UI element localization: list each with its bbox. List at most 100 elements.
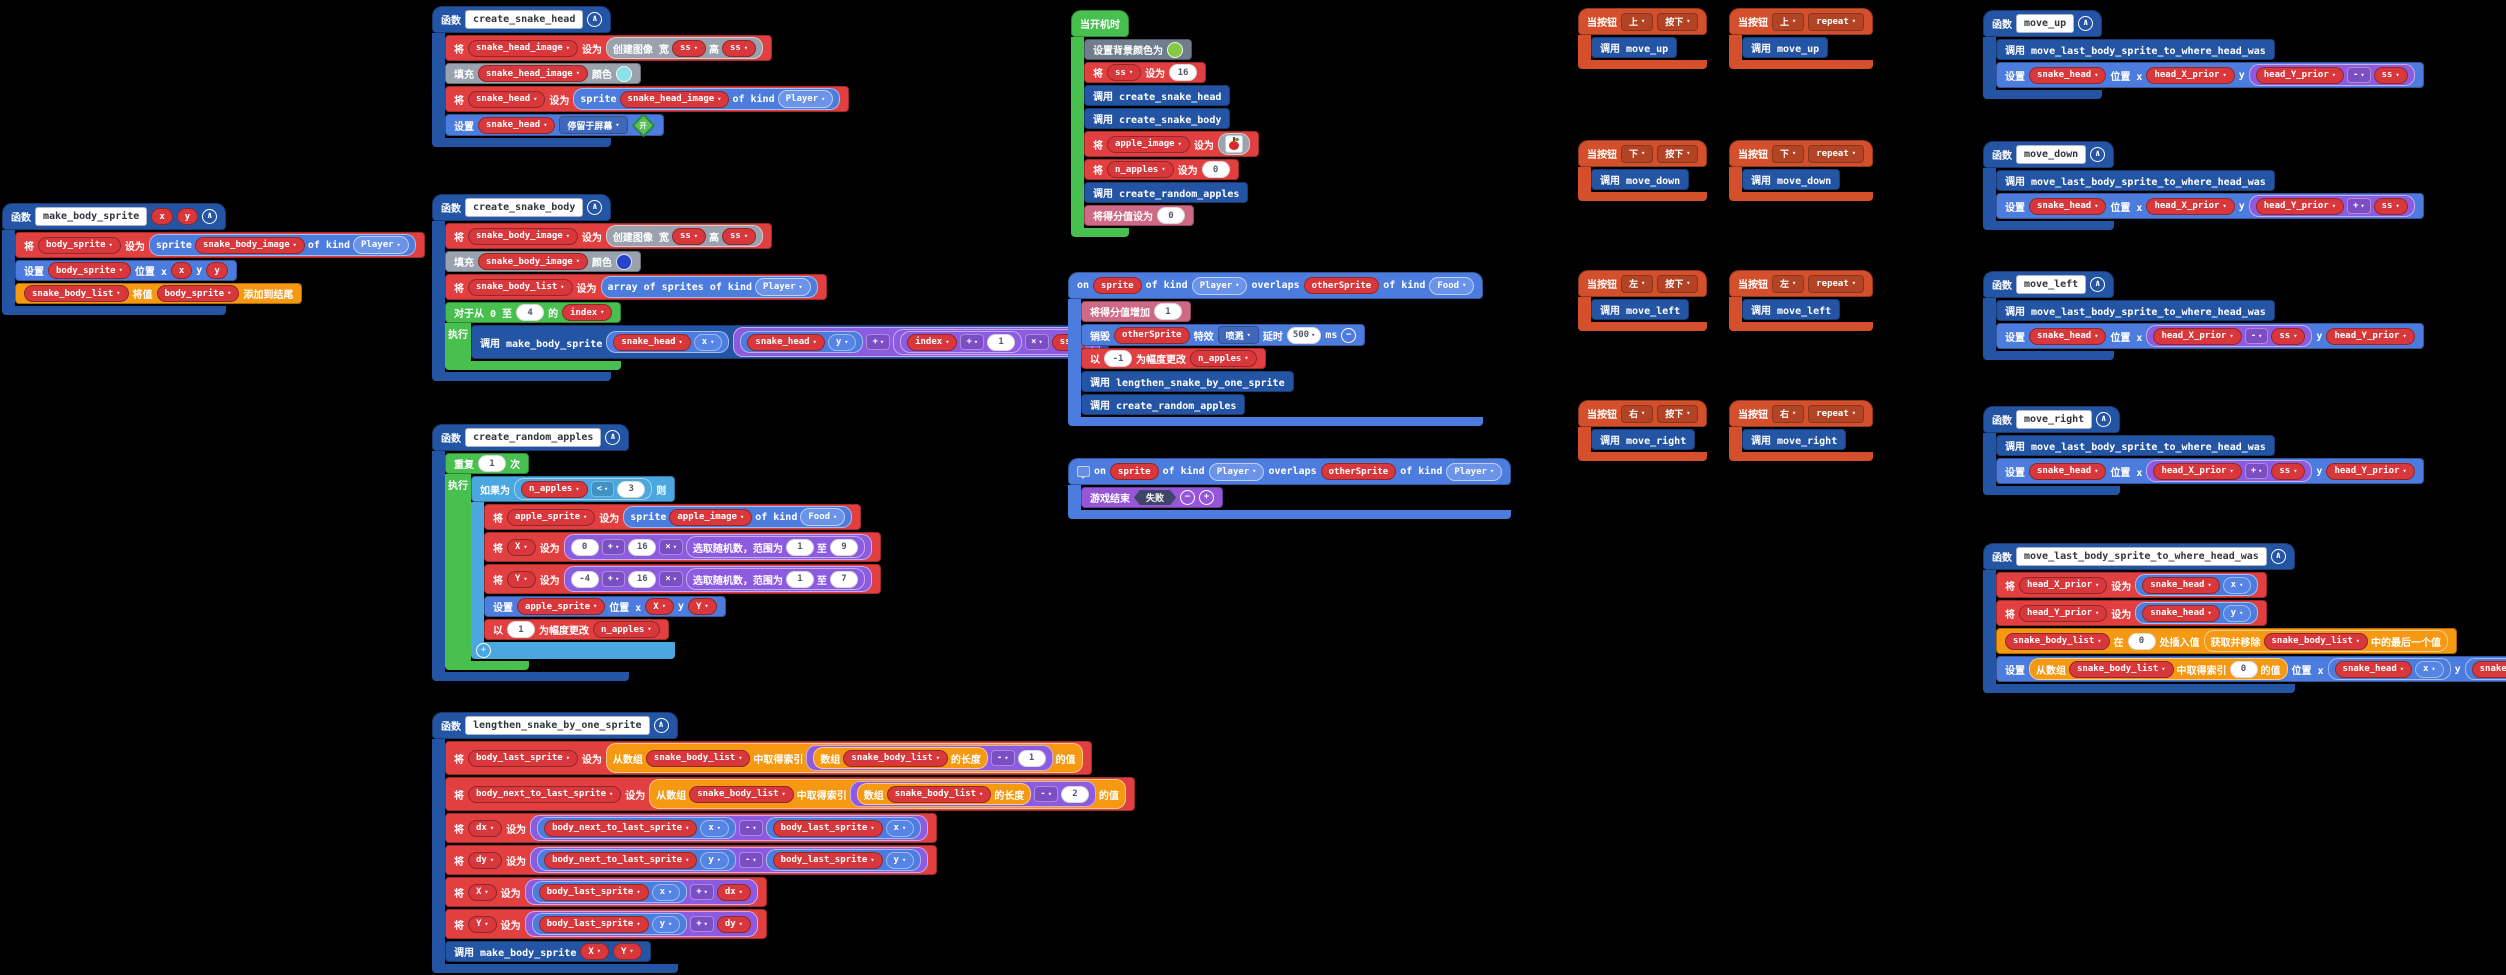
on-button-right-pressed[interactable]: 当按钮右▾按下▾调用 move_right	[1578, 400, 1708, 461]
dropdown[interactable]: repeat▾	[1808, 12, 1864, 31]
operator-dropdown[interactable]: -▾	[738, 852, 763, 868]
variable-chip[interactable]: snake_head▾	[2471, 660, 2506, 678]
variable-chip[interactable]: ss▾	[2271, 327, 2306, 345]
on-button-down-pressed[interactable]: 当按钮下▾按下▾调用 move_down	[1578, 140, 1708, 201]
apple-image[interactable]	[1224, 135, 1243, 153]
variable-chip[interactable]: body_last_sprite▾	[468, 749, 578, 767]
parameter-chip[interactable]: y	[206, 262, 228, 279]
variable-chip[interactable]: snake_head▾	[2142, 576, 2220, 594]
variable-chip[interactable]: dy▾	[468, 851, 503, 869]
number-input[interactable]: 1	[785, 538, 814, 556]
number-dropdown[interactable]: 500▾	[1286, 326, 1322, 344]
expression-block[interactable]: body_next_to_last_sprite▾y▾-▾body_last_s…	[530, 847, 929, 873]
variable-chip[interactable]: snake_head_image▾	[468, 39, 578, 57]
variable-chip[interactable]: body_sprite▾	[156, 285, 240, 302]
collapse-icon[interactable]: ∧	[2096, 412, 2112, 427]
function-name-input[interactable]: move_up	[2016, 14, 2075, 33]
expression-block[interactable]: head_Y_prior▾+▾ss▾	[2248, 195, 2415, 217]
variable-chip[interactable]: X▾	[507, 538, 536, 556]
parameter-chip[interactable]: sprite	[1110, 463, 1159, 480]
status-chip[interactable]: 失败	[1134, 490, 1177, 505]
collapse-icon[interactable]: ∧	[2078, 16, 2094, 31]
call-function-block[interactable]: 调用 create_random_apples	[1081, 394, 1246, 415]
game-over-block[interactable]: 游戏结束失败−+	[1081, 487, 1224, 508]
expression-block[interactable]: snake_head▾x▾	[606, 331, 730, 353]
color-swatch[interactable]	[615, 253, 632, 270]
number-input[interactable]: -1	[1104, 350, 1132, 367]
expression-block[interactable]: snake_head▾y▾	[740, 331, 864, 353]
number-input[interactable]: 16	[628, 538, 657, 556]
operator-dropdown[interactable]: ×▾	[1025, 334, 1049, 350]
number-input[interactable]: 0	[570, 538, 599, 556]
variable-chip[interactable]: snake_body_list▾	[2263, 632, 2368, 650]
expression-block[interactable]: snake_head▾x▾	[2327, 658, 2451, 680]
on-button-event-header[interactable]: 当按钮上▾repeat▾	[1729, 8, 1873, 35]
variable-chip[interactable]: head_X_prior▾	[2146, 197, 2235, 215]
variable-chip[interactable]: snake_head▾	[2334, 660, 2412, 678]
plus-icon[interactable]: +	[476, 643, 491, 658]
number-input[interactable]: 7	[829, 570, 858, 588]
variable-chip[interactable]: body_next_to_last_sprite▾	[468, 785, 622, 803]
minus-icon[interactable]: −	[1341, 327, 1357, 343]
plus-icon[interactable]: +	[1199, 490, 1215, 505]
expression-block[interactable]: index▾+▾1	[900, 331, 1023, 353]
on-button-down-repeat[interactable]: 当按钮下▾repeat▾调用 move_down	[1729, 140, 1873, 201]
variable-chip[interactable]: snake_head_image▾	[478, 65, 588, 82]
dropdown[interactable]: Player▾	[353, 236, 409, 254]
operator-dropdown[interactable]: +▾	[601, 571, 626, 587]
expression-block[interactable]: head_X_prior▾-▾ss▾	[2146, 325, 2313, 347]
call-function-block[interactable]: 调用 move_right	[1591, 429, 1696, 450]
variable-chip[interactable]: X▾	[468, 883, 497, 901]
call-function-block[interactable]: 调用 lengthen_snake_by_one_sprite	[1081, 371, 1294, 392]
variable-chip[interactable]: body_next_to_last_sprite▾	[544, 819, 698, 837]
variable-chip[interactable]: snake_body_list▾	[468, 278, 573, 296]
expression-block[interactable]: snake_head▾y▾	[2464, 658, 2506, 680]
expression-block[interactable]: body_last_sprite▾y▾	[765, 849, 922, 871]
dropdown[interactable]: 按下▾	[1657, 274, 1699, 293]
function-name-input[interactable]: create_random_apples	[465, 428, 602, 447]
color-swatch[interactable]	[1167, 41, 1183, 58]
dropdown[interactable]: 停留于屏幕▾	[559, 116, 628, 134]
collapse-icon[interactable]: ∧	[2090, 277, 2106, 292]
on-button-left-pressed[interactable]: 当按钮左▾按下▾调用 move_left	[1578, 270, 1708, 331]
variable-chip[interactable]: dx▾	[716, 883, 751, 901]
number-input[interactable]: 1	[507, 621, 535, 638]
operator-dropdown[interactable]: +▾	[866, 334, 891, 350]
operator-dropdown[interactable]: -▾	[2346, 67, 2371, 83]
property-dropdown[interactable]: x▾	[2222, 576, 2252, 594]
dropdown[interactable]: Player▾	[777, 90, 834, 108]
expression-block[interactable]: snake_head▾x▾	[2135, 574, 2259, 596]
number-input[interactable]: 1	[1017, 749, 1046, 767]
variable-chip[interactable]: snake_head▾	[2029, 327, 2107, 345]
variable-chip[interactable]: ss▾	[722, 227, 757, 245]
variable-chip[interactable]: body_last_sprite▾	[772, 819, 883, 837]
